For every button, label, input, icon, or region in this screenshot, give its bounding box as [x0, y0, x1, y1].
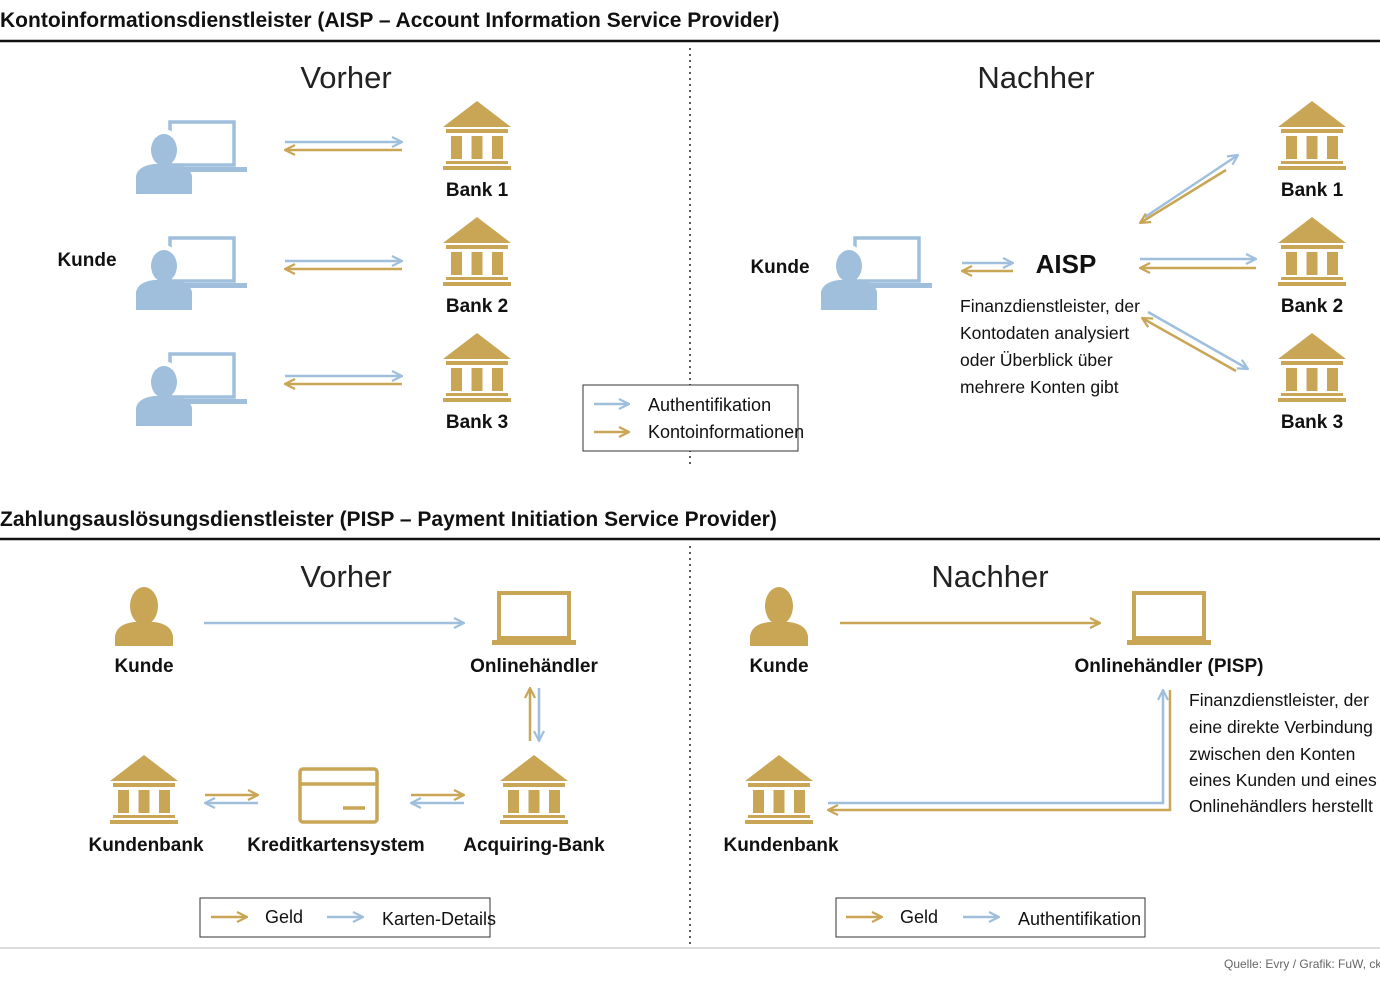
- merchant-acquiring-arrow: [530, 688, 539, 741]
- pisp-nachher-customer-label: Kunde: [749, 656, 808, 677]
- vorher-arrow-bank3: [285, 376, 402, 384]
- pisp-vorher-merchant-label: Onlinehändler: [470, 656, 598, 677]
- aisp-legend: Authentifikation Kontoinformationen: [582, 384, 804, 452]
- computer-user-icon: [136, 122, 247, 194]
- bank-building-icon: [443, 333, 511, 402]
- pisp-desc-line: Finanzdienstleister, der: [1189, 690, 1369, 710]
- credit-card-icon: [298, 767, 379, 824]
- pisp-desc-line: eine direkte Verbindung: [1189, 717, 1373, 737]
- legend-info-label: Kontoinformationen: [648, 422, 804, 442]
- aisp-nachher-customer-label: Kunde: [750, 257, 809, 278]
- laptop-icon: [490, 591, 578, 647]
- vorher-arrow-bank2: [285, 261, 402, 269]
- computer-user-icon: [821, 238, 932, 310]
- aisp-vorher-bank-2: Bank 2: [446, 296, 508, 317]
- aisp-vorher-bank-1: Bank 1: [446, 180, 509, 201]
- aisp-arrow-bank3: [1142, 310, 1248, 373]
- aisp-vorher-heading: Vorher: [300, 60, 391, 95]
- legend-auth-label: Authentifikation: [1018, 909, 1141, 929]
- aisp-section-title: Kontoinformationsdienstleister (AISP – A…: [0, 9, 779, 32]
- source-note: Quelle: Evry / Grafik: FuW, ck: [1224, 957, 1380, 971]
- aisp-vorher-bank-3: Bank 3: [446, 412, 508, 433]
- aisp-desc-line: oder Überblick über: [960, 350, 1113, 370]
- bank-building-icon: [745, 755, 813, 824]
- legend-auth-label: Authentifikation: [648, 395, 771, 415]
- pisp-desc-line: eines Kunden und eines: [1189, 770, 1377, 790]
- aisp-nachher-heading: Nachher: [977, 60, 1094, 95]
- pisp-desc-line: zwischen den Konten: [1189, 744, 1355, 764]
- aisp-desc-line: Finanzdienstleister, der: [960, 296, 1140, 316]
- aisp-arrow-bank2: [1140, 259, 1256, 268]
- pisp-description: Finanzdienstleister, der eine direkte Ve…: [1189, 690, 1377, 816]
- aisp-description: Finanzdienstleister, der Kontodaten anal…: [960, 296, 1140, 397]
- bank-building-icon: [1278, 101, 1346, 170]
- customer-aisp-arrow: [962, 263, 1013, 271]
- merchant-customerbank-arrow: [828, 690, 1172, 810]
- bank-building-icon: [1278, 217, 1346, 286]
- aisp-nachher-bank-1: Bank 1: [1281, 180, 1344, 201]
- laptop-icon: [1125, 591, 1213, 647]
- cardsystem-acquiring-arrow: [411, 795, 464, 803]
- vorher-arrow-bank1: [285, 142, 402, 150]
- pisp-vorher-heading: Vorher: [300, 559, 391, 594]
- pisp-section-title: Zahlungsauslösungsdienstleister (PISP – …: [0, 508, 777, 531]
- bank-building-icon: [1278, 333, 1346, 402]
- aisp-center-label: AISP: [1036, 249, 1097, 279]
- bank-building-icon: [443, 217, 511, 286]
- pisp-vorher-legend: Geld Karten-Details: [199, 897, 496, 938]
- pisp-nachher-merchant-label: Onlinehändler (PISP): [1075, 656, 1264, 677]
- computer-user-icon: [136, 354, 247, 426]
- pisp-vorher-customer-bank-label: Kundenbank: [88, 835, 203, 856]
- aisp-desc-line: mehrere Konten gibt: [960, 377, 1119, 397]
- pisp-nachher-heading: Nachher: [931, 559, 1048, 594]
- pisp-nachher-customer-bank-label: Kundenbank: [723, 835, 838, 856]
- pisp-desc-line: Onlinehändlers herstellt: [1189, 796, 1373, 816]
- legend-money-label: Geld: [900, 907, 938, 927]
- aisp-desc-line: Kontodaten analysiert: [960, 323, 1129, 343]
- legend-card-label: Karten-Details: [382, 909, 496, 929]
- computer-user-icon: [136, 238, 247, 310]
- pisp-vorher-acquiring-bank-label: Acquiring-Bank: [463, 835, 605, 856]
- bank-building-icon: [110, 755, 178, 824]
- aisp-nachher-bank-2: Bank 2: [1281, 296, 1343, 317]
- aisp-vorher-customer-label: Kunde: [57, 250, 116, 271]
- pisp-nachher-legend: Geld Authentifikation: [835, 897, 1146, 938]
- person-icon: [750, 587, 808, 646]
- legend-money-label: Geld: [265, 907, 303, 927]
- pisp-vorher-customer-label: Kunde: [114, 656, 173, 677]
- bank-building-icon: [500, 755, 568, 824]
- pisp-vorher-card-system-label: Kreditkartensystem: [247, 835, 424, 856]
- aisp-arrow-bank1: [1140, 155, 1238, 223]
- aisp-nachher-bank-3: Bank 3: [1281, 412, 1343, 433]
- customerbank-cardsystem-arrow: [205, 795, 258, 803]
- person-icon: [115, 587, 173, 646]
- bank-building-icon: [443, 101, 511, 170]
